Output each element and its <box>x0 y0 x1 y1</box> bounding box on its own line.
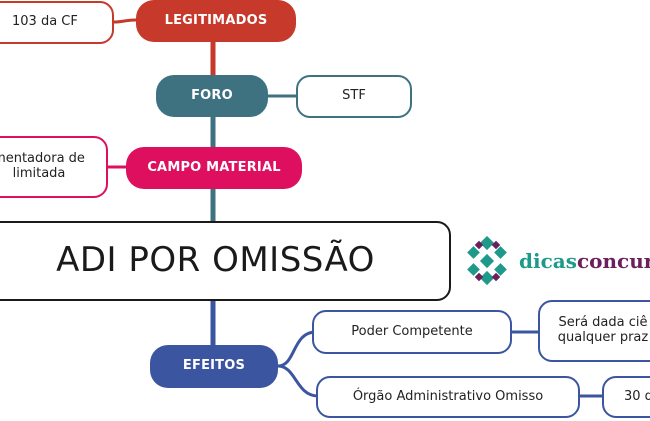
logo-text: dicasconcurs <box>519 249 650 273</box>
foro-node: FORO <box>156 75 268 117</box>
foro-leaf: STF <box>296 75 412 118</box>
campo-material-node: CAMPO MATERIAL <box>126 147 302 189</box>
poder-competente-leaf-line2: qualquer praz <box>557 330 649 345</box>
campo-leaf: mentadora de limitada <box>0 136 108 198</box>
poder-competente-label: Poder Competente <box>351 323 473 339</box>
logo-text-part1: dicas <box>519 249 577 273</box>
poder-competente-leaf-line1: Será dada ciê <box>558 315 648 331</box>
orgao-administrativo-leaf: 30 d <box>602 376 650 418</box>
orgao-administrativo-leaf-text: 30 d <box>624 388 650 404</box>
foro-leaf-text: STF <box>342 88 366 104</box>
logo-text-part2: concurs <box>576 249 650 273</box>
orgao-administrativo-node: Órgão Administrativo Omisso <box>316 376 580 418</box>
legitimados-node: LEGITIMADOS <box>136 0 296 42</box>
legitimados-leaf: 103 da CF <box>0 1 114 44</box>
center-label: ADI POR OMISSÃO <box>56 240 375 281</box>
efeitos-label: EFEITOS <box>182 358 246 374</box>
legitimados-leaf-text: 103 da CF <box>12 14 78 30</box>
connector-efeitos-sub1 <box>277 330 317 368</box>
poder-competente-leaf: Será dada ciê qualquer praz <box>538 300 650 362</box>
campo-leaf-line1: mentadora de <box>0 151 85 167</box>
center-node: ADI POR OMISSÃO <box>0 221 451 301</box>
legitimados-label: LEGITIMADOS <box>164 12 268 28</box>
efeitos-node: EFEITOS <box>150 345 278 388</box>
logo: dicasconcurs <box>463 236 650 286</box>
cube-cluster-icon <box>467 236 507 286</box>
connector-legitimados <box>113 18 137 24</box>
orgao-administrativo-label: Órgão Administrativo Omisso <box>352 388 544 404</box>
campo-material-label: CAMPO MATERIAL <box>147 159 281 175</box>
connector-efeitos-sub2 <box>277 364 319 398</box>
poder-competente-node: Poder Competente <box>312 310 512 354</box>
campo-leaf-line2: limitada <box>12 166 66 181</box>
foro-label: FORO <box>191 87 233 103</box>
